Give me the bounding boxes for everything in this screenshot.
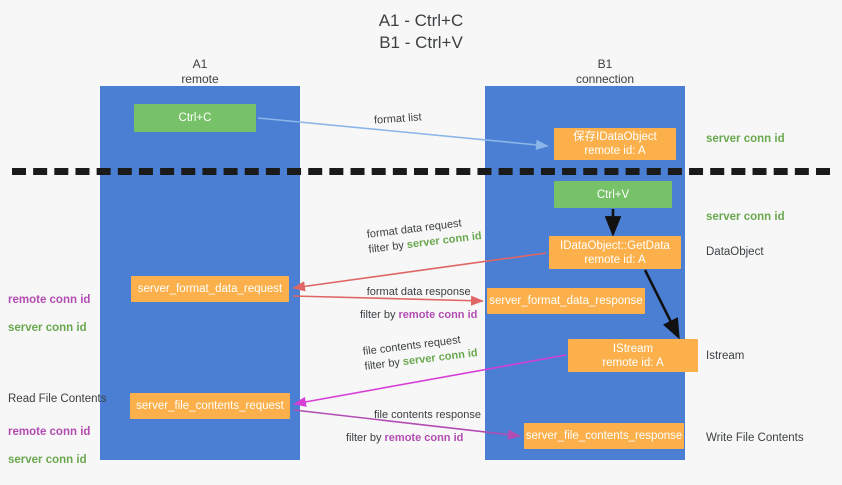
node-server-file-contents-response[interactable]: server_file_contents_response bbox=[524, 423, 684, 449]
page-title: A1 - Ctrl+C B1 - Ctrl+V bbox=[378, 11, 464, 52]
node-server-file-contents-request-label: server_file_contents_request bbox=[136, 400, 284, 412]
node-server-format-data-response[interactable]: server_format_data_response bbox=[487, 288, 645, 314]
label-left-conn-ids-2: remote conn id server conn id bbox=[8, 411, 90, 481]
dashed-divider bbox=[12, 168, 830, 175]
edge-label-file-contents-response-title: file contents response bbox=[374, 409, 482, 421]
node-server-format-data-request-label: server_format_data_request bbox=[137, 283, 283, 295]
node-idataobject-getdata[interactable]: IDataObject::GetData remote id: A bbox=[549, 236, 681, 269]
label-server-conn-id-2: server conn id bbox=[8, 454, 87, 466]
node-idataobject-getdata-sub: remote id: A bbox=[584, 253, 646, 266]
node-save-idataobject-label: 保存IDataObject bbox=[573, 131, 657, 143]
node-istream-sub: remote id: A bbox=[602, 356, 664, 369]
label-write-file-contents: Write File Contents bbox=[706, 432, 804, 444]
node-server-file-contents-request[interactable]: server_file_contents_request bbox=[130, 393, 290, 419]
node-save-idataobject-sub: remote id: A bbox=[584, 145, 646, 157]
label-server-conn-id-top: server conn id bbox=[706, 133, 785, 145]
edge-label-format-data-request: format data request filter by server con… bbox=[366, 214, 483, 258]
node-istream[interactable]: IStream remote id: A bbox=[568, 339, 698, 372]
node-idataobject-getdata-label: IDataObject::GetData bbox=[560, 239, 670, 252]
label-read-file-contents: Read File Contents bbox=[8, 393, 107, 405]
label-remote-conn-id-1: remote conn id bbox=[8, 294, 91, 306]
label-istream: Istream bbox=[706, 350, 745, 362]
edge-label-format-list: format list bbox=[373, 111, 423, 127]
edge-label-file-contents-response-filter: filter by remote conn id bbox=[346, 432, 464, 444]
label-left-conn-ids-1: remote conn id server conn id bbox=[8, 279, 90, 349]
column-header-a1: A1 remote bbox=[181, 57, 219, 86]
edge-label-file-contents-request: file contents request filter by server c… bbox=[362, 331, 479, 375]
node-save-idataobject[interactable]: 保存IDataObject remote id: A bbox=[554, 128, 676, 160]
node-server-file-contents-response-label: server_file_contents_response bbox=[525, 430, 683, 442]
edge-label-format-data-response: format data response filter by remote co… bbox=[360, 285, 477, 323]
label-server-conn-id-1: server conn id bbox=[8, 322, 87, 334]
label-server-conn-id-mid: server conn id bbox=[706, 211, 785, 223]
node-server-format-data-request[interactable]: server_format_data_request bbox=[131, 276, 289, 302]
node-ctrl-v[interactable]: Ctrl+V bbox=[554, 181, 672, 208]
label-remote-conn-id-2: remote conn id bbox=[8, 426, 91, 438]
edge-label-format-data-response-filter: filter by remote conn id bbox=[360, 309, 478, 321]
node-istream-label: IStream bbox=[612, 342, 654, 355]
node-ctrl-c-label: Ctrl+C bbox=[178, 112, 212, 124]
edge-label-file-contents-response: file contents response filter by remote … bbox=[346, 408, 482, 446]
edge-label-format-data-response-title: format data response bbox=[366, 286, 471, 298]
node-ctrl-c[interactable]: Ctrl+C bbox=[134, 104, 256, 132]
label-dataobject: DataObject bbox=[706, 246, 764, 258]
column-header-b1: B1 connection bbox=[575, 57, 635, 86]
node-server-format-data-response-label: server_format_data_response bbox=[489, 295, 643, 307]
node-ctrl-v-label: Ctrl+V bbox=[596, 188, 630, 201]
